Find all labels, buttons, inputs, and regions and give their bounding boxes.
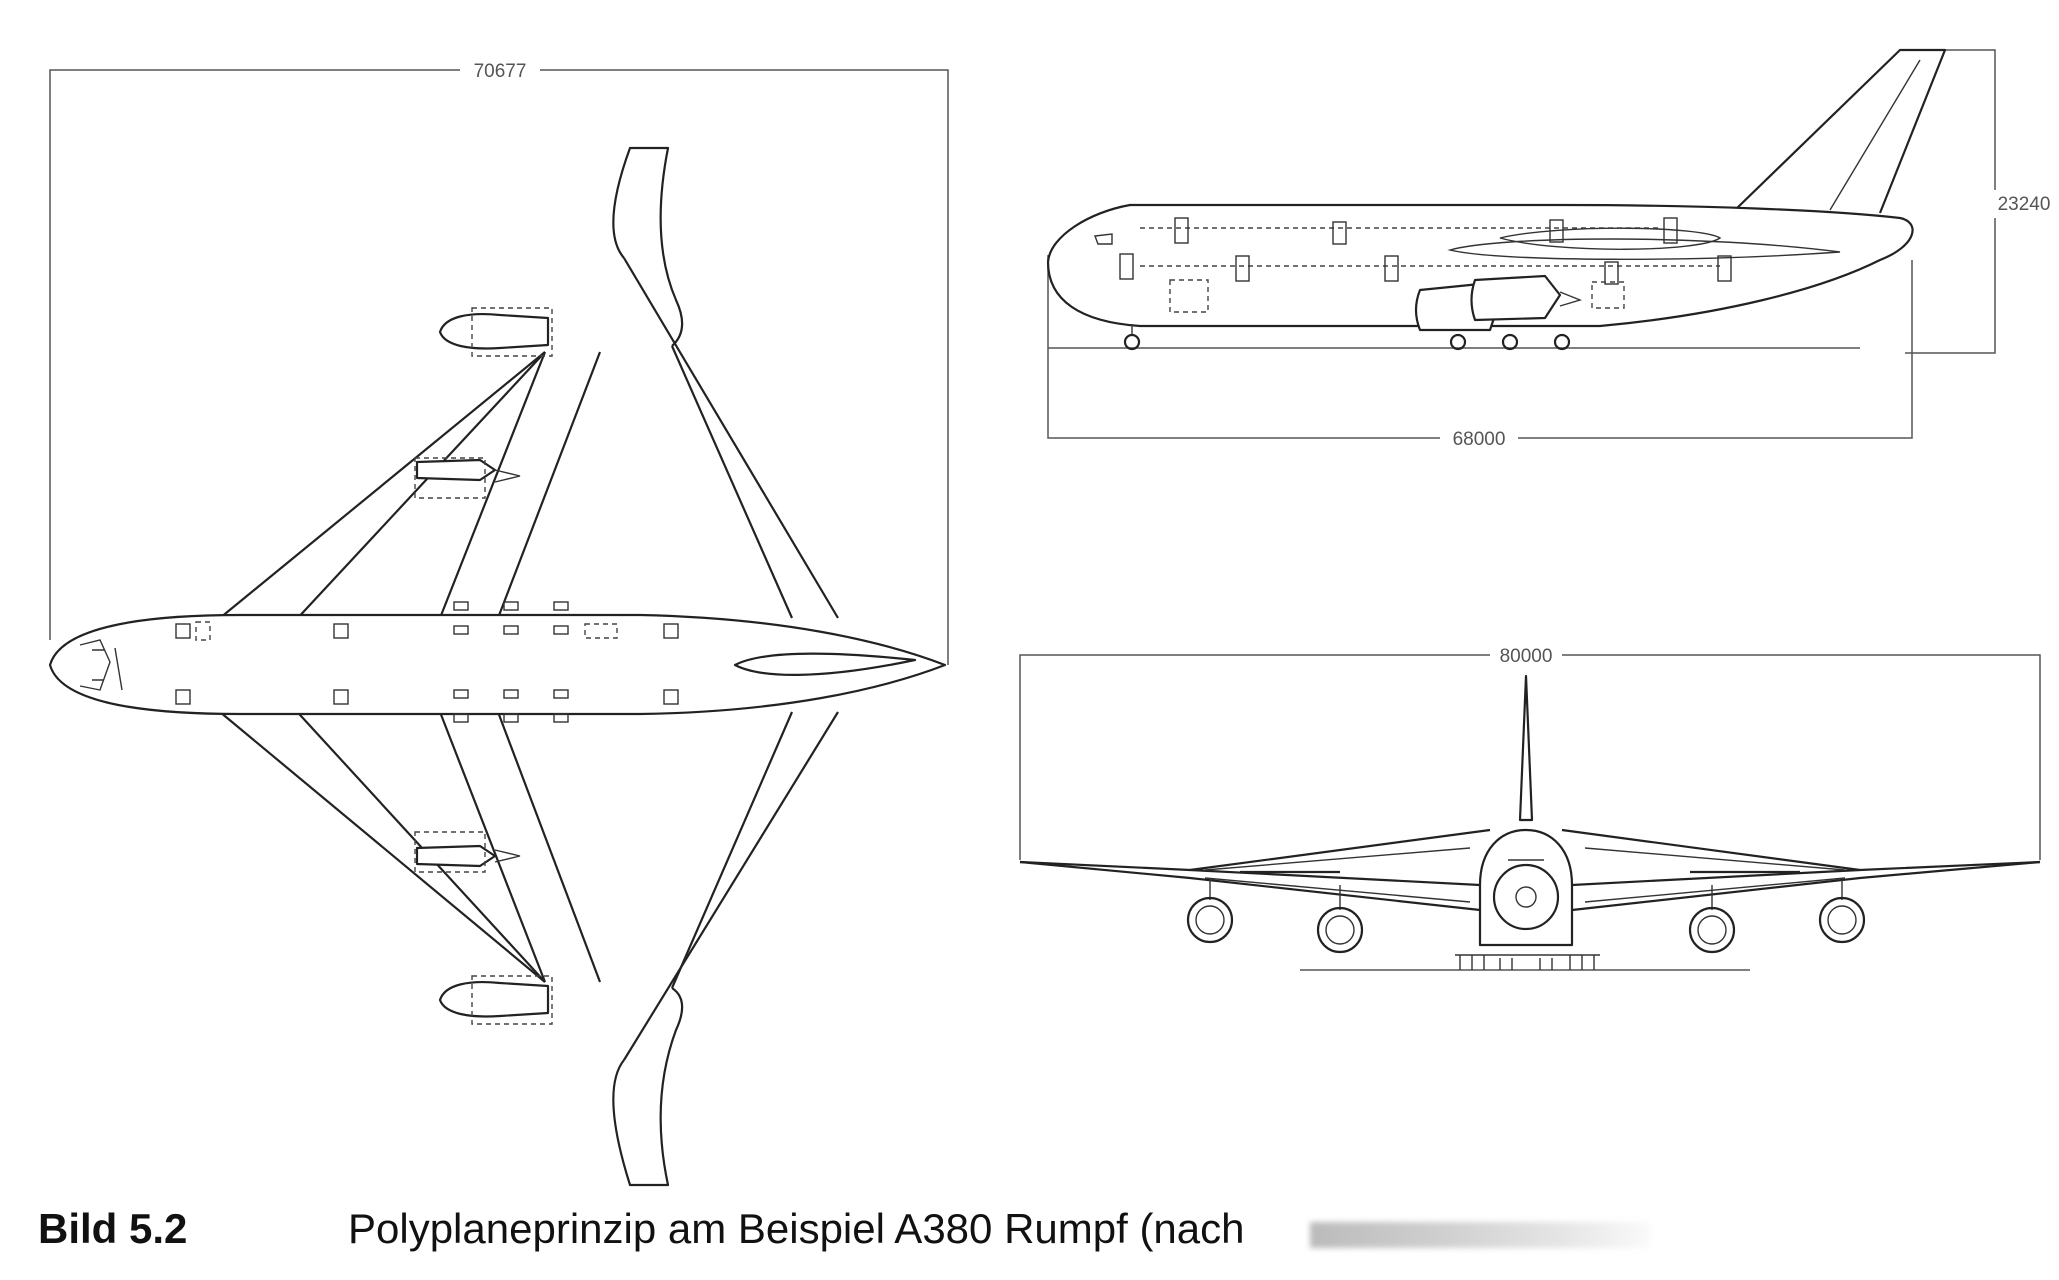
side-landing-gear (1123, 324, 1571, 351)
top-tailcone-fin (733, 652, 917, 676)
side-engines (1414, 227, 1722, 332)
side-height-dimension: 23240 (1905, 49, 2051, 354)
front-wings (1019, 828, 2041, 912)
side-window-rows (1140, 227, 1720, 267)
top-view-span-dimension: 70677 (49, 61, 949, 665)
top-view: 70677 (48, 61, 949, 1187)
top-span-label: 70677 (474, 61, 527, 82)
side-doors (1119, 217, 1732, 313)
top-door-markings (175, 601, 679, 723)
top-fuselage (48, 613, 947, 716)
figure-caption: Polyplaneprinzip am Beispiel A380 Rumpf … (348, 1205, 1245, 1252)
front-view: 80000 (1019, 646, 2041, 971)
front-span-dimension: 80000 (1019, 646, 2041, 860)
top-engines (414, 307, 553, 1025)
front-engines (1186, 880, 1866, 954)
side-height-label: 23240 (1998, 194, 2051, 215)
side-fuselage (1046, 203, 1914, 328)
front-tail-fin (1518, 674, 1534, 822)
redacted-citation (1310, 1222, 1650, 1248)
side-view: 23240 68000 (1046, 48, 2051, 450)
side-length-label: 68000 (1453, 429, 1506, 450)
top-lower-wing (219, 679, 839, 1187)
front-span-label: 80000 (1500, 646, 1553, 667)
front-ground-gear (1300, 954, 1750, 971)
top-upper-wing (219, 146, 839, 651)
figure-number: Bild 5.2 (38, 1205, 188, 1252)
side-tail-fin (1734, 48, 1947, 214)
